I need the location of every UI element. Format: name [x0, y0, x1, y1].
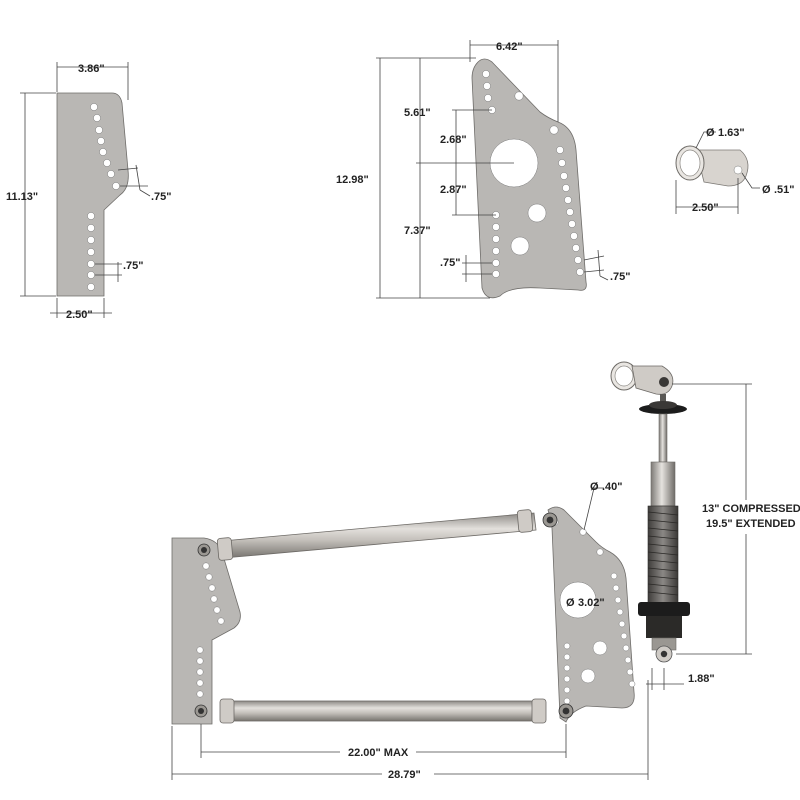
top-left-dimensions: 3.86" 11.13" .75" .75" 2.50": [6, 62, 172, 321]
dim-link-length: 22.00" MAX: [348, 747, 409, 759]
dim-offset: 1.88": [688, 673, 715, 685]
dim-overall-length: 28.79": [388, 769, 421, 781]
dim-tube-diameter-value: 1.63": [718, 127, 745, 139]
assembly-shock: [610, 361, 690, 663]
assembly-right-bracket: [547, 506, 636, 723]
dim-mount-length: 2.50": [692, 202, 719, 214]
dim-bolt-diameter: Ø: [762, 184, 771, 196]
dim-top-center-height: 12.98": [336, 174, 369, 186]
dim-top-left-height: 11.13": [6, 191, 38, 203]
assembly-lower-link: [194, 698, 574, 724]
dim-top-center-center-lower: 2.87": [440, 184, 467, 196]
assembly: [171, 361, 690, 725]
dim-top-center-right-spacing: .75": [610, 271, 631, 283]
top-center-dimensions: 6.42" 12.98" 5.61" 7.37" 2.68" 2.87" .75…: [336, 40, 631, 299]
shock-spring-coils: [647, 511, 679, 596]
dim-top-left-lower-spacing: .75": [123, 260, 144, 272]
dim-hole-diameter-value: .40": [602, 481, 623, 493]
dim-top-center-width: 6.42": [496, 41, 523, 53]
dim-shock-extended: 19.5" EXTENDED: [706, 518, 796, 530]
dim-top-center-lower-offset: 7.37": [404, 225, 431, 237]
dim-top-center-center-upper: 2.68": [440, 134, 467, 146]
assembly-upper-link: [197, 509, 558, 561]
top-center-plate: [471, 58, 587, 299]
dim-top-left-upper-spacing: .75": [151, 191, 172, 203]
dim-top-left-width: 3.86": [78, 63, 105, 75]
assembly-dimensions: Ø .40" Ø 3.02" 13" COMPRESSED 19.5" EXTE…: [171, 383, 800, 781]
assembly-left-plate: [171, 537, 241, 725]
dim-top-center-left-spacing: .75": [440, 257, 461, 269]
dim-tube-diameter: Ø: [706, 127, 715, 139]
dim-top-left-bottom-width: 2.50": [66, 309, 93, 321]
top-right-mount: [675, 145, 749, 187]
top-left-plate: [56, 92, 129, 297]
dim-top-center-upper-offset: 5.61": [404, 107, 431, 119]
dim-hole-diameter: Ø: [590, 481, 599, 493]
dim-bolt-diameter-value: .51": [774, 184, 795, 196]
top-left-plate-holes: [87, 103, 120, 291]
dim-shock-compressed: 13" COMPRESSED: [702, 503, 800, 515]
dim-axle-hole: Ø: [566, 597, 575, 609]
top-right-dimensions: Ø 1.63" Ø .51" 2.50": [675, 127, 795, 214]
dim-axle-hole-value: 3.02": [578, 597, 605, 609]
